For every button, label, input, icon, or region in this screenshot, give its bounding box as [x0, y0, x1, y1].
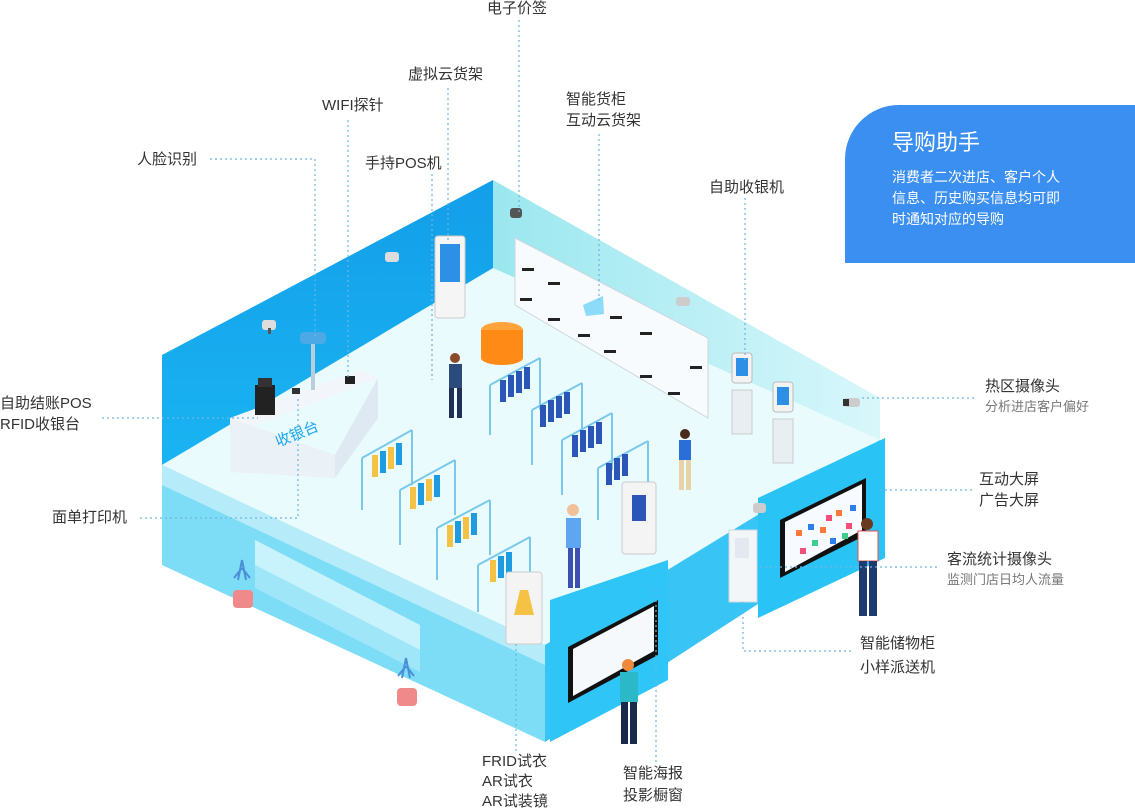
label-receipt-printer: 面单打印机: [52, 509, 128, 526]
face-camera-pole: [311, 340, 315, 390]
label-heat-camera: 热区摄像头 分析进店客户偏好: [985, 376, 1089, 417]
back-wall: [493, 180, 880, 440]
label-heat-camera-title: 热区摄像头: [985, 378, 1061, 395]
label-interactive-screen-line1: 互动大屏: [979, 471, 1040, 488]
label-virtual-cloud-shelf: 虚拟云货架: [408, 66, 484, 83]
label-self-checkout: 自助收银机: [709, 179, 785, 196]
left-wall: [162, 180, 493, 465]
label-smart-cabinet: 智能货柜 互动云货架: [566, 89, 641, 131]
guide-title: 导购助手: [892, 130, 981, 155]
shoe-shelf: [514, 237, 709, 419]
floor-edge-left-top: [162, 465, 545, 665]
label-face-recognition: 人脸识别: [137, 151, 198, 168]
clothing-rack-6: [399, 459, 456, 545]
person-screen-user: [857, 518, 879, 616]
person-shopper-2: [566, 504, 581, 588]
leader-face: [210, 158, 316, 338]
label-interactive-screen: 互动大屏 广告大屏: [979, 469, 1039, 511]
label-heat-camera-sub: 分析进店客户偏好: [985, 399, 1090, 414]
label-wifi-probe: WIFI探针: [322, 97, 384, 114]
label-storage-cabinet-line1: 智能储物柜: [860, 635, 936, 652]
checkout-pos-terminal: [255, 385, 275, 415]
label-smart-cabinet-line1: 智能货柜: [566, 91, 627, 108]
smart-cabinet-shoe: [583, 296, 604, 316]
back-camera: [676, 297, 690, 306]
person-poster-viewer: [620, 659, 638, 744]
label-traffic-camera-title: 客流统计摄像头: [947, 551, 1053, 568]
wall-camera-left: [262, 320, 276, 334]
label-traffic-camera-sub: 监测门店日均人流量: [947, 572, 1065, 587]
clothing-rack-5: [361, 429, 413, 510]
self-checkout-machine-1: [731, 352, 753, 435]
label-fitting: FRID试衣 AR试衣 AR试装镜: [482, 752, 548, 812]
label-e-price-tag: 电子价签: [487, 0, 548, 17]
guide-description: 消费者二次进店、客户个人 信息、历史购买信息均可即 时通知对应的导购: [892, 167, 1097, 230]
label-self-pos: 自助结账POS RFID收银台: [0, 393, 92, 435]
receipt-printer: [345, 376, 355, 384]
face-camera: [300, 332, 326, 344]
wall-camera-mid: [385, 252, 399, 262]
entrance-steps: [255, 540, 420, 650]
label-fitting-line2: AR试衣: [482, 773, 533, 790]
cashier-counter-front: [230, 418, 335, 478]
shopping-guide-card: 导购助手 消费者二次进店、客户个人 信息、历史购买信息均可即 时通知对应的导购: [845, 105, 1135, 263]
plant-left: [233, 559, 253, 608]
guide-desc-line1: 消费者二次进店、客户个人: [892, 169, 1060, 185]
wall-camera-back: [510, 208, 522, 218]
person-shopper-1: [679, 429, 691, 490]
label-storage-cabinet-line2: 小样派送机: [860, 659, 936, 676]
label-handheld-pos: 手持POS机: [365, 155, 442, 172]
guide-desc-line2: 信息、历史购买信息均可即: [892, 190, 1060, 206]
label-smart-poster-line2: 投影橱窗: [623, 787, 684, 804]
label-traffic-camera: 客流统计摄像头 监测门店日均人流量: [947, 549, 1064, 590]
self-checkout-machine-2: [772, 381, 794, 464]
label-smart-poster-line1: 智能海报: [623, 765, 684, 782]
ar-fitting-mirror: [505, 571, 543, 645]
plant-bottom: [397, 657, 417, 706]
cashier-counter-side: [335, 378, 378, 478]
label-fitting-line1: FRID试衣: [482, 753, 547, 770]
entrance-step-2: [255, 565, 420, 672]
label-self-pos-line2: RFID收银台: [0, 416, 80, 433]
label-self-pos-line1: 自助结账POS: [0, 395, 92, 412]
projection-window-display: [573, 606, 654, 696]
clothing-rack-1: [489, 357, 541, 435]
heat-zone-camera: [843, 398, 860, 407]
label-fitting-line3: AR试装镜: [482, 793, 548, 810]
label-interactive-screen-line2: 广告大屏: [979, 492, 1040, 509]
label-smart-poster: 智能海报 投影橱窗: [623, 763, 683, 807]
traffic-camera: [753, 503, 766, 513]
clothing-rack-7: [436, 499, 491, 580]
leader-storage-cabinet: [742, 602, 852, 652]
label-smart-cabinet-line2: 互动云货架: [566, 112, 642, 129]
label-storage-cabinet: 智能储物柜 小样派送机: [860, 632, 935, 680]
guide-desc-line3: 时通知对应的导购: [892, 211, 1004, 227]
person-staff: [449, 353, 462, 418]
rfid-fitting-mirror: [621, 481, 657, 555]
